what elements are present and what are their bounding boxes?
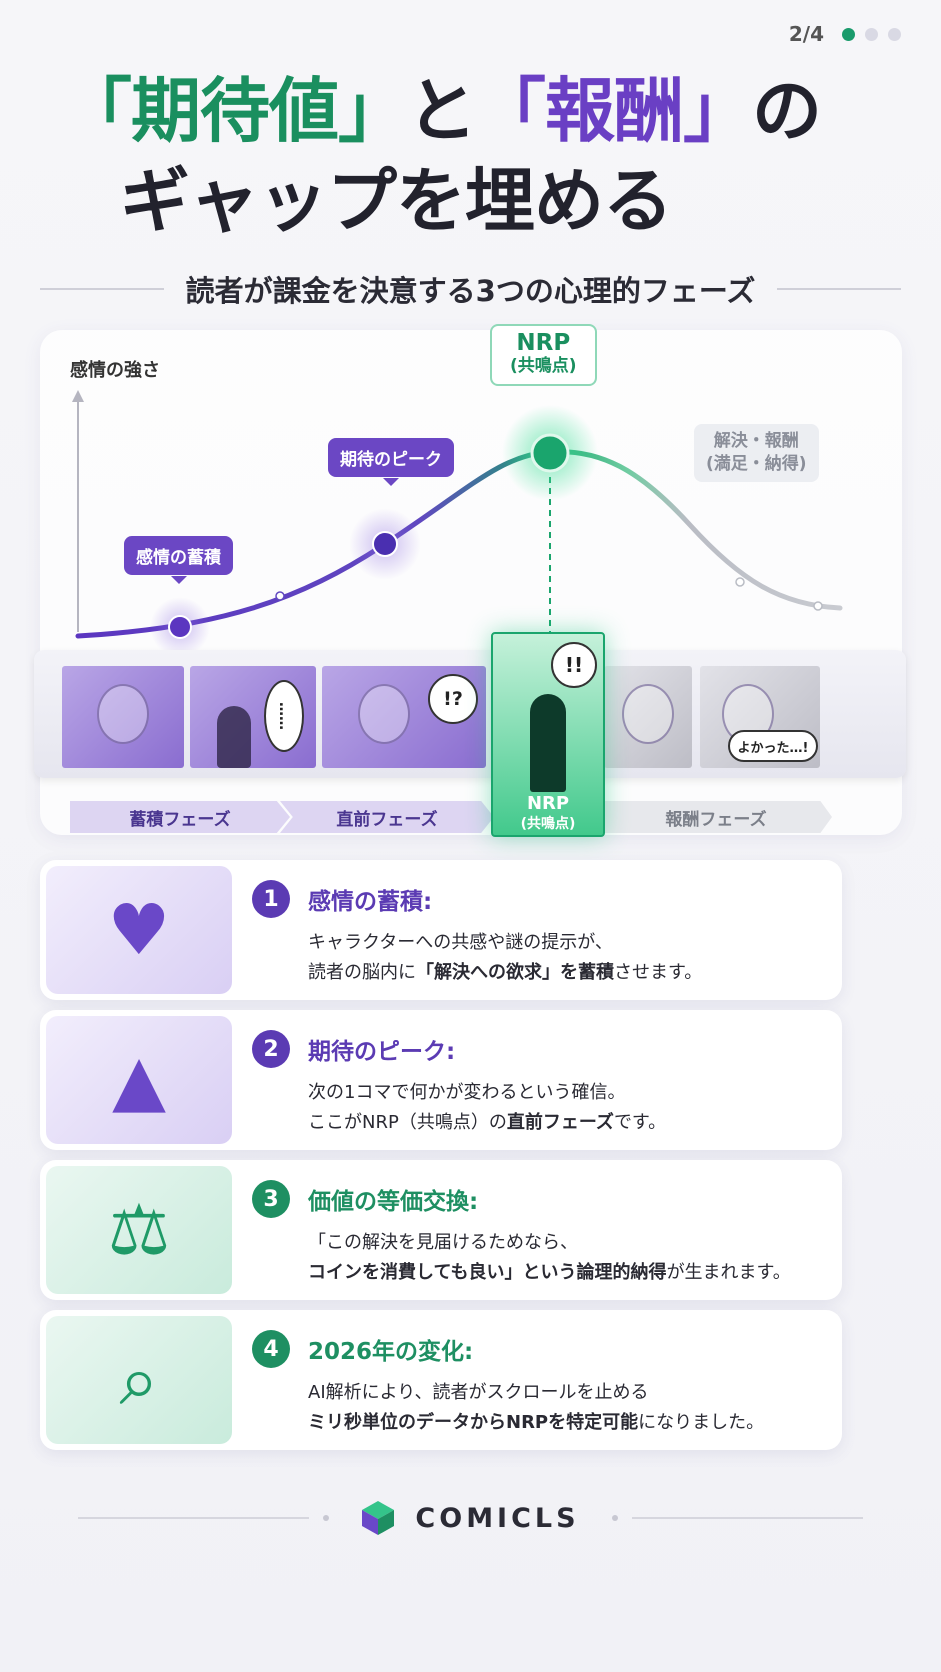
text: 読者の脳内に — [308, 962, 416, 983]
nrp-node — [530, 433, 570, 473]
phase-reward: 報酬フェーズ — [600, 801, 832, 833]
divider — [40, 288, 164, 290]
page-dot[interactable] — [865, 27, 878, 41]
phase-card-4: ⌕ 4 2026年の変化: AI解析により、読者がスクロールを止める ミリ秒単位… — [40, 1310, 842, 1450]
step-number: 3 — [252, 1180, 290, 1218]
bubble-nrp: NRP (共鳴点) — [490, 324, 597, 386]
y-axis-arrow — [72, 390, 84, 402]
comic-panel: !? — [322, 666, 486, 768]
resolve-label: 解決・報酬 — [713, 431, 799, 451]
card-heading: 感情の蓄積: — [308, 889, 433, 915]
mountain-flag-icon: ▲ — [46, 1016, 232, 1144]
phase-card-1: ♥ 1 感情の蓄積: キャラクターへの共感や謎の提示が、 読者の脳内に「解決への… — [40, 860, 842, 1000]
bubble-resolve: 解決・報酬 (満足・納得) — [694, 424, 819, 482]
emphasis: コインを消費しても良い」という論理的納得 — [308, 1262, 667, 1283]
page-title: 「期待値」と「報酬」の ギャップを埋める — [62, 66, 822, 246]
page-number: 2/4 — [788, 22, 824, 46]
phase-card-2: ▲ 2 期待のピーク: 次の1コマで何かが変わるという確信。 ここがNRP（共鳴… — [40, 1010, 842, 1150]
comic-panel: よかった…! — [700, 666, 820, 768]
step-number: 1 — [252, 880, 290, 918]
text: になりました。 — [638, 1412, 765, 1433]
card-line: AI解析により、読者がスクロールを止める — [308, 1382, 649, 1403]
comic-panel — [62, 666, 184, 768]
phase-accumulate: 蓄積フェーズ — [70, 801, 290, 833]
card-line: ミリ秒単位のデータからNRPを特定可能になりました。 — [308, 1408, 764, 1438]
subtitle-text: 読者が課金を決意する3つの心理的フェーズ — [185, 274, 756, 308]
title-line2: ギャップを埋める — [120, 160, 673, 242]
card-line: ここがNRP（共鳴点）の直前フェーズです。 — [308, 1108, 666, 1138]
text: させます。 — [614, 962, 703, 983]
step-number: 2 — [252, 1030, 290, 1068]
nrp-panel-sub: (共鳴点) — [520, 816, 576, 832]
card-line: 次の1コマで何かが変わるという確信。 — [308, 1082, 626, 1103]
card-heading: 2026年の変化: — [308, 1339, 474, 1365]
card-line: 「この解決を見届けるためなら、 — [308, 1232, 578, 1253]
title-reward: 「報酬」 — [476, 70, 753, 152]
card-heading: 価値の等価交換: — [308, 1189, 479, 1215]
text: です。 — [613, 1112, 667, 1133]
nrp-panel-main: NRP — [526, 793, 570, 814]
resolve-sublabel: (満足・納得) — [706, 454, 807, 474]
comicls-logo-icon — [362, 1501, 395, 1535]
divider-dot — [323, 1515, 330, 1521]
card-body: 「この解決を見届けるためなら、 コインを消費しても良い」という論理的納得が生まれ… — [308, 1228, 791, 1288]
phase-before: 直前フェーズ — [280, 801, 494, 833]
step-number: 4 — [252, 1330, 290, 1368]
card-body: 次の1コマで何かが変わるという確信。 ここがNRP（共鳴点）の直前フェーズです。 — [308, 1078, 666, 1138]
comic-panel: …… — [190, 666, 316, 768]
divider — [777, 288, 902, 290]
nrp-label: NRP — [516, 330, 571, 356]
heart-cube-icon: ♥ — [46, 866, 232, 994]
divider — [78, 1517, 310, 1519]
emphasis: ミリ秒単位のデータからNRPを特定可能 — [308, 1412, 639, 1433]
card-body: キャラクターへの共感や謎の提示が、 読者の脳内に「解決への欲求」を蓄積させます。 — [308, 928, 702, 988]
page-dot[interactable] — [888, 27, 901, 41]
balance-scale-icon: ⚖ — [46, 1166, 232, 1294]
bubble-peak: 期待のピーク — [328, 438, 454, 486]
title-and: と — [407, 70, 477, 152]
card-line: 読者の脳内に「解決への欲求」を蓄積させます。 — [308, 958, 702, 988]
speech-bubble-dots: …… — [264, 680, 304, 752]
peak-node — [372, 531, 398, 557]
speech-bubble-surprise: !? — [428, 674, 478, 724]
accumulate-node — [168, 615, 192, 639]
nrp-panel-label: NRP (共鳴点) — [493, 794, 603, 834]
brand: COMICLS — [343, 1500, 597, 1536]
emphasis: 「解決への欲求」を蓄積 — [416, 962, 614, 983]
text: ここがNRP（共鳴点）の — [308, 1112, 507, 1133]
y-axis-label: 感情の強さ — [70, 360, 160, 381]
card-line: キャラクターへの共感や謎の提示が、 — [308, 932, 613, 953]
nrp-panel: !! NRP (共鳴点) — [491, 632, 605, 837]
magnifier-chart-icon: ⌕ — [46, 1316, 232, 1444]
title-no: の — [752, 70, 822, 152]
text: が生まれます。 — [666, 1262, 791, 1283]
speech-bubble-exclaim: !! — [551, 642, 597, 688]
speech-bubble-relief: よかった…! — [728, 730, 818, 762]
card-body: AI解析により、読者がスクロールを止める ミリ秒単位のデータからNRPを特定可能… — [308, 1378, 764, 1438]
title-expectation: 「期待値」 — [62, 70, 408, 152]
page-dot-active[interactable] — [842, 27, 855, 41]
page-indicator: 2/4 — [789, 22, 901, 46]
emphasis: 直前フェーズ — [506, 1112, 614, 1133]
comic-panel — [604, 666, 692, 768]
divider — [631, 1517, 863, 1519]
footer: COMICLS — [78, 1500, 863, 1536]
brand-name: COMICLS — [415, 1502, 580, 1534]
divider-dot — [611, 1515, 618, 1521]
nrp-sublabel: (共鳴点) — [510, 356, 577, 376]
bubble-accumulate: 感情の蓄積 — [124, 536, 233, 584]
silhouette — [530, 694, 566, 792]
card-line: コインを消費しても良い」という論理的納得が生まれます。 — [308, 1258, 791, 1288]
subtitle: 読者が課金を決意する3つの心理的フェーズ — [40, 268, 902, 310]
phase-card-3: ⚖ 3 価値の等価交換: 「この解決を見届けるためなら、 コインを消費しても良い… — [40, 1160, 842, 1300]
card-heading: 期待のピーク: — [308, 1039, 456, 1065]
